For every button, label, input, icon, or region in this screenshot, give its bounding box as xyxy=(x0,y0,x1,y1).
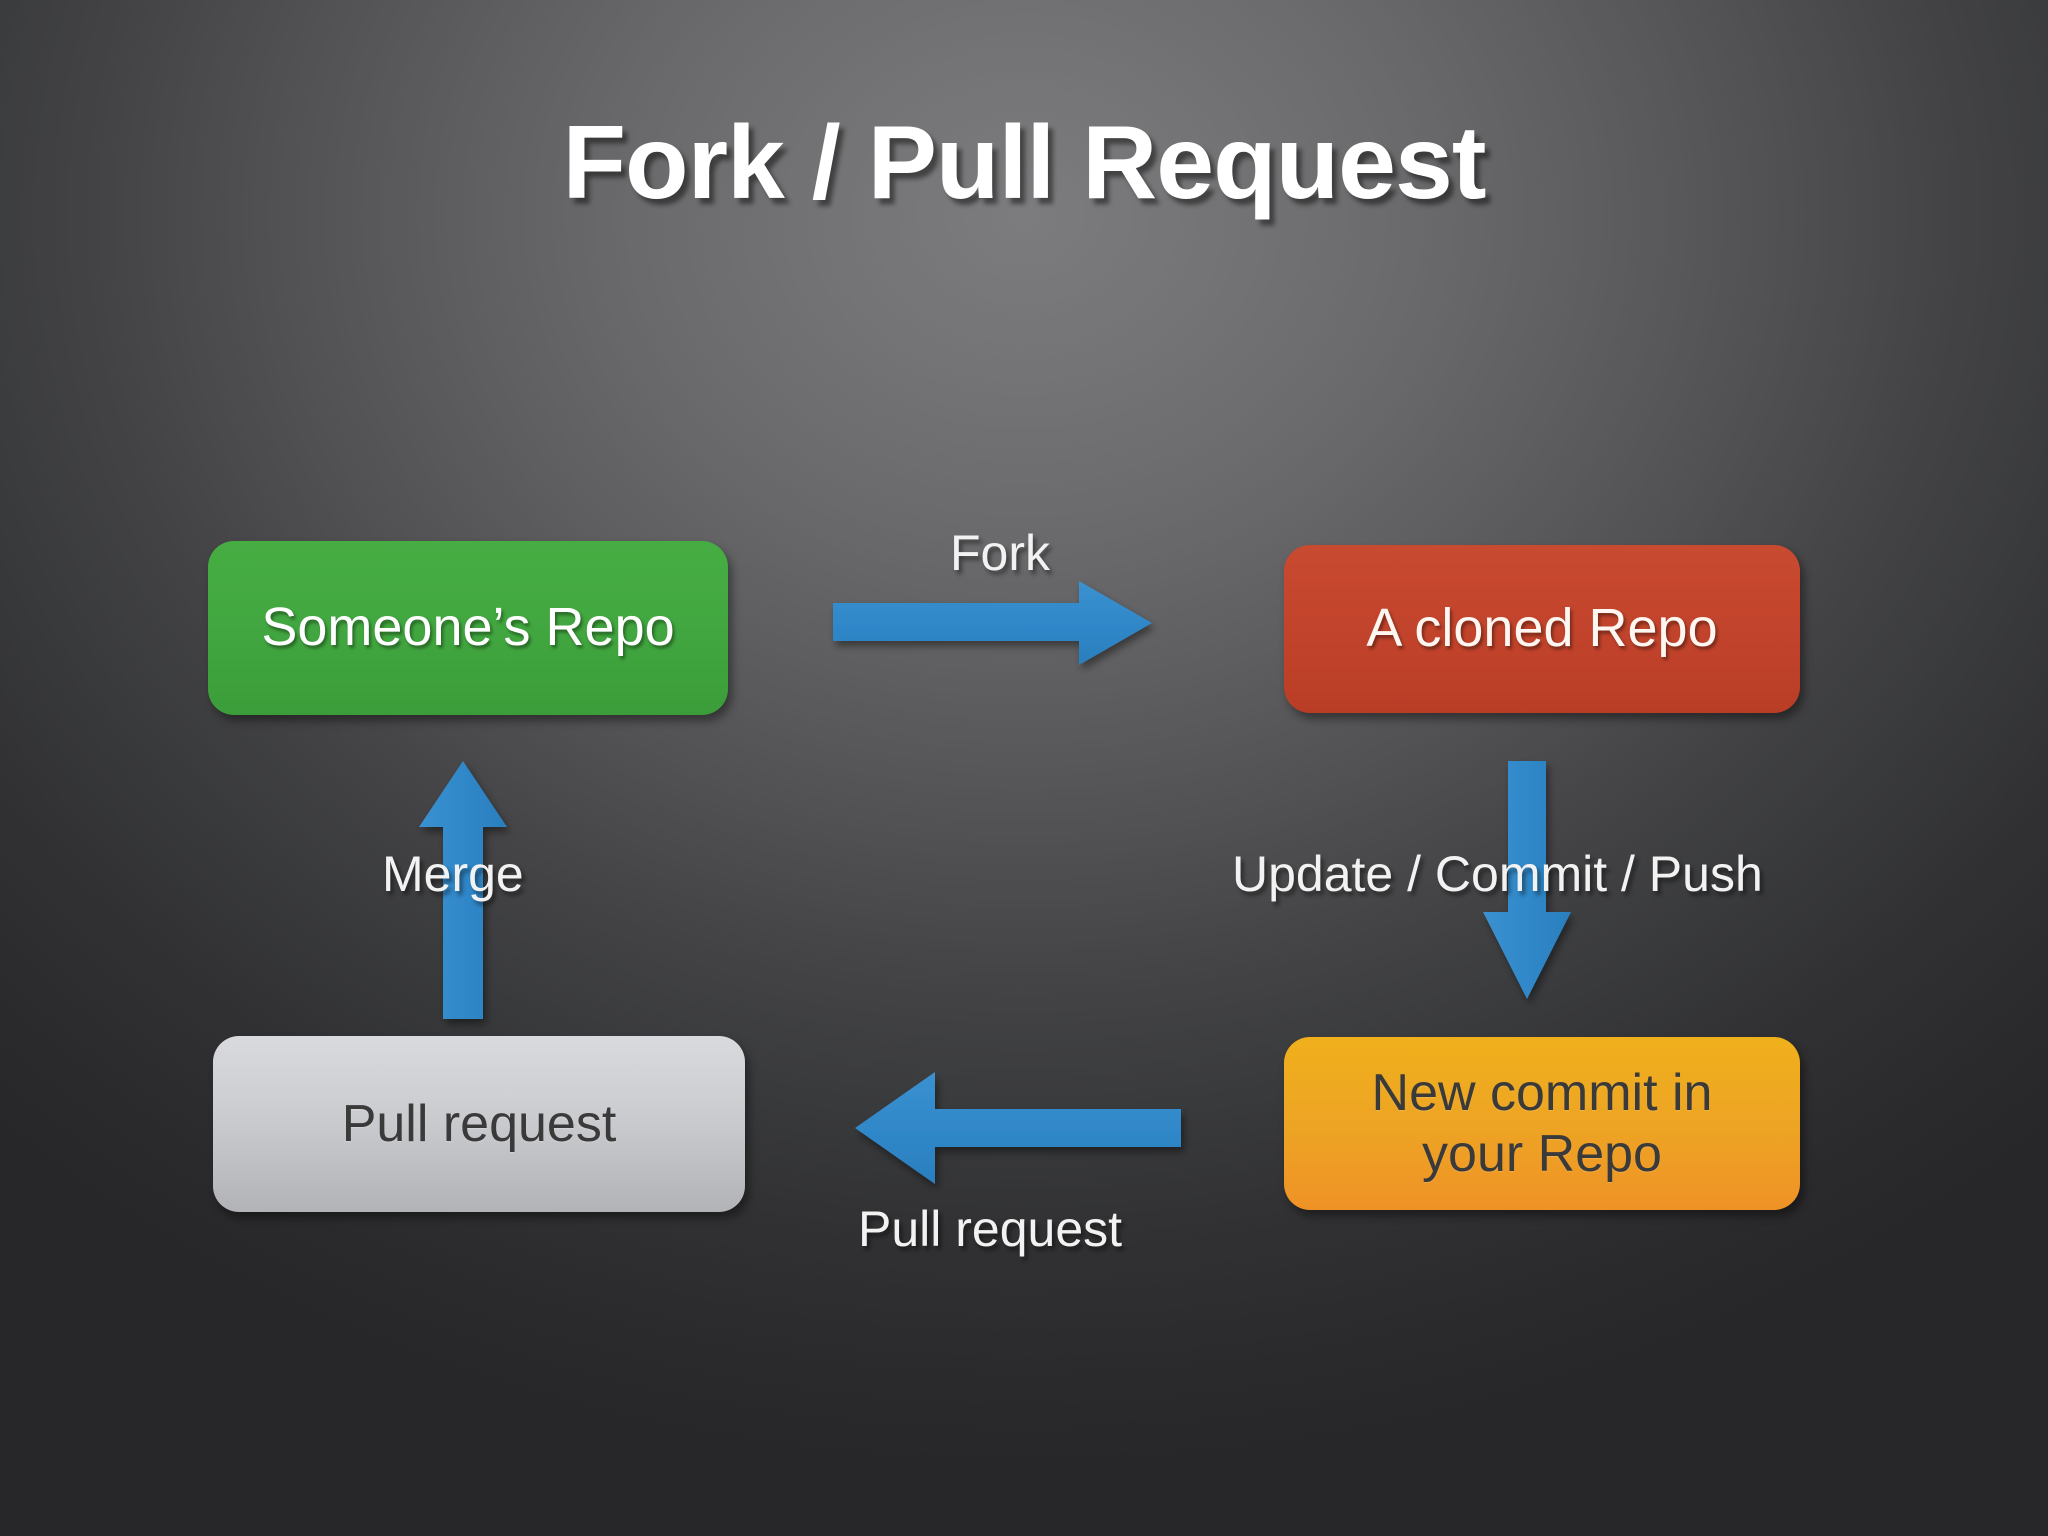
node-new-commit[interactable]: New commit in your Repo xyxy=(1284,1037,1800,1210)
node-new-commit-label: New commit in your Repo xyxy=(1372,1063,1713,1185)
edge-label-merge: Merge xyxy=(382,846,524,902)
node-cloned-repo-label: A cloned Repo xyxy=(1366,598,1718,659)
edge-label-pull-request: Pull request xyxy=(858,1201,1123,1257)
node-someones-repo[interactable]: Someone’s Repo xyxy=(208,541,728,715)
node-cloned-repo[interactable]: A cloned Repo xyxy=(1284,545,1800,713)
node-new-commit-label-line2: your Repo xyxy=(1422,1124,1662,1183)
node-pull-request-label: Pull request xyxy=(341,1094,617,1153)
edge-label-fork: Fork xyxy=(950,525,1050,581)
arrow-pull-request xyxy=(855,1072,1181,1184)
node-pull-request[interactable]: Pull request xyxy=(213,1036,745,1212)
node-new-commit-label-line1: New commit in xyxy=(1371,1063,1713,1122)
edge-label-update-commit-push: Update / Commit / Push xyxy=(1232,846,1763,902)
node-someones-repo-label: Someone’s Repo xyxy=(261,597,675,658)
arrow-fork xyxy=(833,581,1152,665)
page-title: Fork / Pull Request xyxy=(562,105,1487,221)
